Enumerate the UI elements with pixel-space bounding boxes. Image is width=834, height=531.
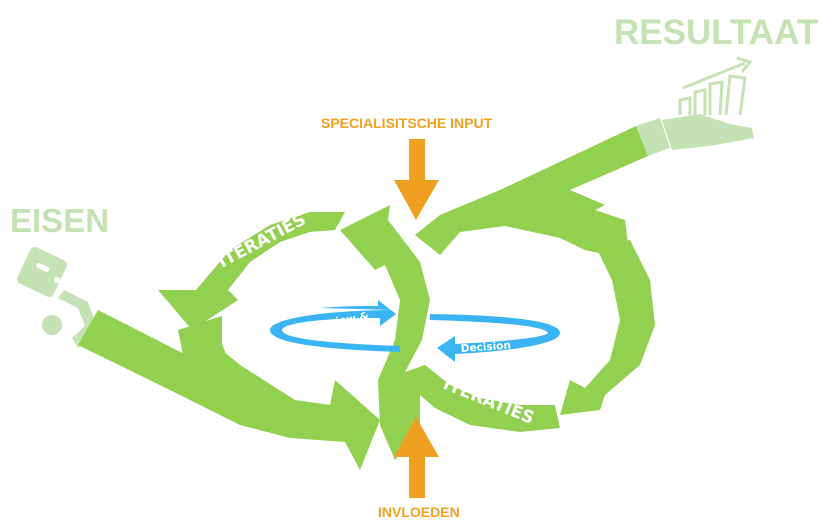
hand-cuff — [636, 118, 670, 156]
invloeden-label: INVLOEDEN — [378, 504, 460, 520]
chart-bar-2 — [693, 88, 707, 115]
left-lower-arc — [178, 316, 252, 425]
right-arm-arrow — [415, 126, 648, 260]
hand-palm — [662, 114, 754, 150]
specialist-input-label: SPECIALISITSCHE INPUT — [321, 115, 493, 131]
decision-arrow — [430, 314, 560, 362]
center-stem-arrow — [340, 205, 430, 460]
decision-label: Decision — [460, 340, 511, 355]
eisen-title: EISEN — [10, 202, 109, 239]
loop-shapes — [78, 126, 655, 470]
chart-bar-3 — [708, 80, 724, 116]
chart-bar-1 — [678, 96, 692, 115]
resultaat-title: RESULTAAT — [614, 13, 818, 52]
goal-review-arrow — [270, 300, 400, 352]
right-loop-arc — [560, 240, 655, 415]
specialist-input-arrow — [394, 139, 439, 220]
growth-arrow-head — [736, 56, 753, 73]
requirement-card — [17, 247, 67, 297]
lower-iteraties-band — [405, 365, 560, 432]
chart-bar-4 — [724, 74, 747, 116]
upper-left-iteraties-arc — [158, 212, 345, 330]
invloeden-arrow — [394, 417, 439, 498]
hand-thumb — [42, 315, 62, 335]
growth-hand-icon — [678, 56, 753, 116]
card-dot — [54, 277, 60, 283]
growth-arrow-line — [682, 61, 746, 90]
card-dash — [36, 263, 50, 272]
iteraties-label-upper: ITERATIES — [215, 210, 309, 273]
